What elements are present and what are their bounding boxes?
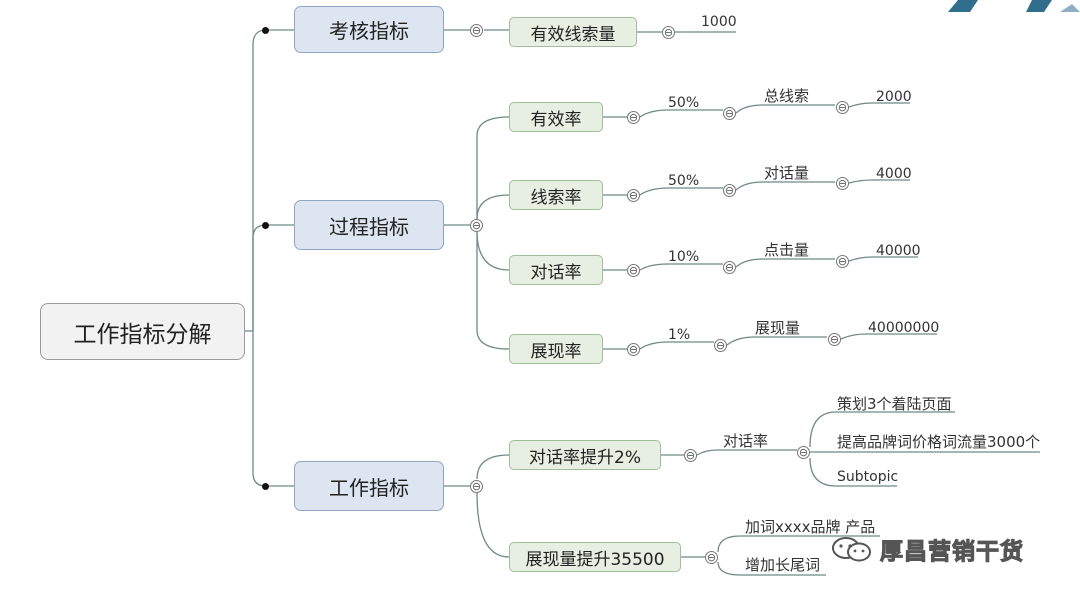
- topic-work-metrics[interactable]: 工作指标: [294, 461, 444, 511]
- collapse-icon[interactable]: ⊖: [662, 26, 675, 39]
- branch-dot: [262, 27, 269, 34]
- metric-label[interactable]: 总线索: [764, 87, 810, 105]
- subtopic-lead-rate[interactable]: 线索率: [509, 180, 603, 210]
- subtopic-impression-rate[interactable]: 展现率: [509, 334, 603, 364]
- corner-logo: [948, 0, 1080, 12]
- value-label[interactable]: 1000: [701, 14, 737, 30]
- value-label[interactable]: 40000000: [868, 320, 940, 336]
- topic-assessment-metrics[interactable]: 考核指标: [294, 6, 444, 53]
- collapse-icon[interactable]: ⊖: [705, 551, 718, 564]
- value-label[interactable]: 40000: [876, 243, 921, 259]
- collapse-icon[interactable]: ⊖: [797, 446, 810, 459]
- collapse-icon[interactable]: ⊖: [627, 111, 640, 124]
- subtopic-effective-rate[interactable]: 有效率: [509, 102, 603, 132]
- collapse-icon[interactable]: ⊖: [836, 101, 849, 114]
- rate-label[interactable]: 50%: [668, 173, 700, 189]
- action-item[interactable]: 加词xxxx品牌 产品: [745, 518, 876, 536]
- rate-label[interactable]: 10%: [668, 249, 700, 265]
- collapse-icon[interactable]: ⊖: [723, 261, 736, 274]
- subtopic-raise-impressions[interactable]: 展现量提升35500: [509, 542, 681, 572]
- collapse-icon[interactable]: ⊖: [714, 339, 727, 352]
- branch-dot: [262, 222, 269, 229]
- collapse-icon[interactable]: ⊖: [627, 189, 640, 202]
- action-item[interactable]: 提高品牌词价格词流量3000个: [837, 433, 1041, 451]
- collapse-icon[interactable]: ⊖: [723, 184, 736, 197]
- action-item[interactable]: 策划3个着陆页面: [837, 395, 952, 413]
- topic-process-metrics[interactable]: 过程指标: [294, 200, 444, 250]
- metric-label[interactable]: 点击量: [764, 241, 810, 259]
- collapse-icon[interactable]: ⊖: [627, 343, 640, 356]
- metric-label[interactable]: 对话率: [723, 432, 769, 450]
- rate-label[interactable]: 50%: [668, 95, 700, 111]
- metric-label[interactable]: 对话量: [764, 164, 810, 182]
- rate-label[interactable]: 1%: [668, 327, 691, 343]
- root-topic[interactable]: 工作指标分解: [40, 303, 245, 360]
- action-item[interactable]: 增加长尾词: [745, 556, 821, 574]
- subtopic-raise-conversation-rate[interactable]: 对话率提升2%: [509, 440, 661, 470]
- collapse-icon[interactable]: ⊖: [828, 333, 841, 346]
- collapse-icon[interactable]: ⊖: [836, 177, 849, 190]
- collapse-icon[interactable]: ⊖: [470, 219, 483, 232]
- wechat-icon: [832, 537, 871, 562]
- branch-dot: [262, 483, 269, 490]
- subtopic-valid-leads[interactable]: 有效线索量: [509, 17, 637, 47]
- watermark: 厚昌营销干货: [830, 532, 1024, 566]
- value-label[interactable]: 2000: [876, 89, 912, 105]
- collapse-icon[interactable]: ⊖: [470, 24, 483, 37]
- metric-label[interactable]: 展现量: [755, 319, 801, 337]
- action-item[interactable]: Subtopic: [837, 469, 899, 485]
- collapse-icon[interactable]: ⊖: [684, 449, 697, 462]
- value-label[interactable]: 4000: [876, 166, 912, 182]
- subtopic-conversation-rate[interactable]: 对话率: [509, 255, 603, 285]
- watermark-text: 厚昌营销干货: [880, 539, 1024, 566]
- collapse-icon[interactable]: ⊖: [470, 480, 483, 493]
- collapse-icon[interactable]: ⊖: [836, 255, 849, 268]
- collapse-icon[interactable]: ⊖: [723, 107, 736, 120]
- collapse-icon[interactable]: ⊖: [627, 264, 640, 277]
